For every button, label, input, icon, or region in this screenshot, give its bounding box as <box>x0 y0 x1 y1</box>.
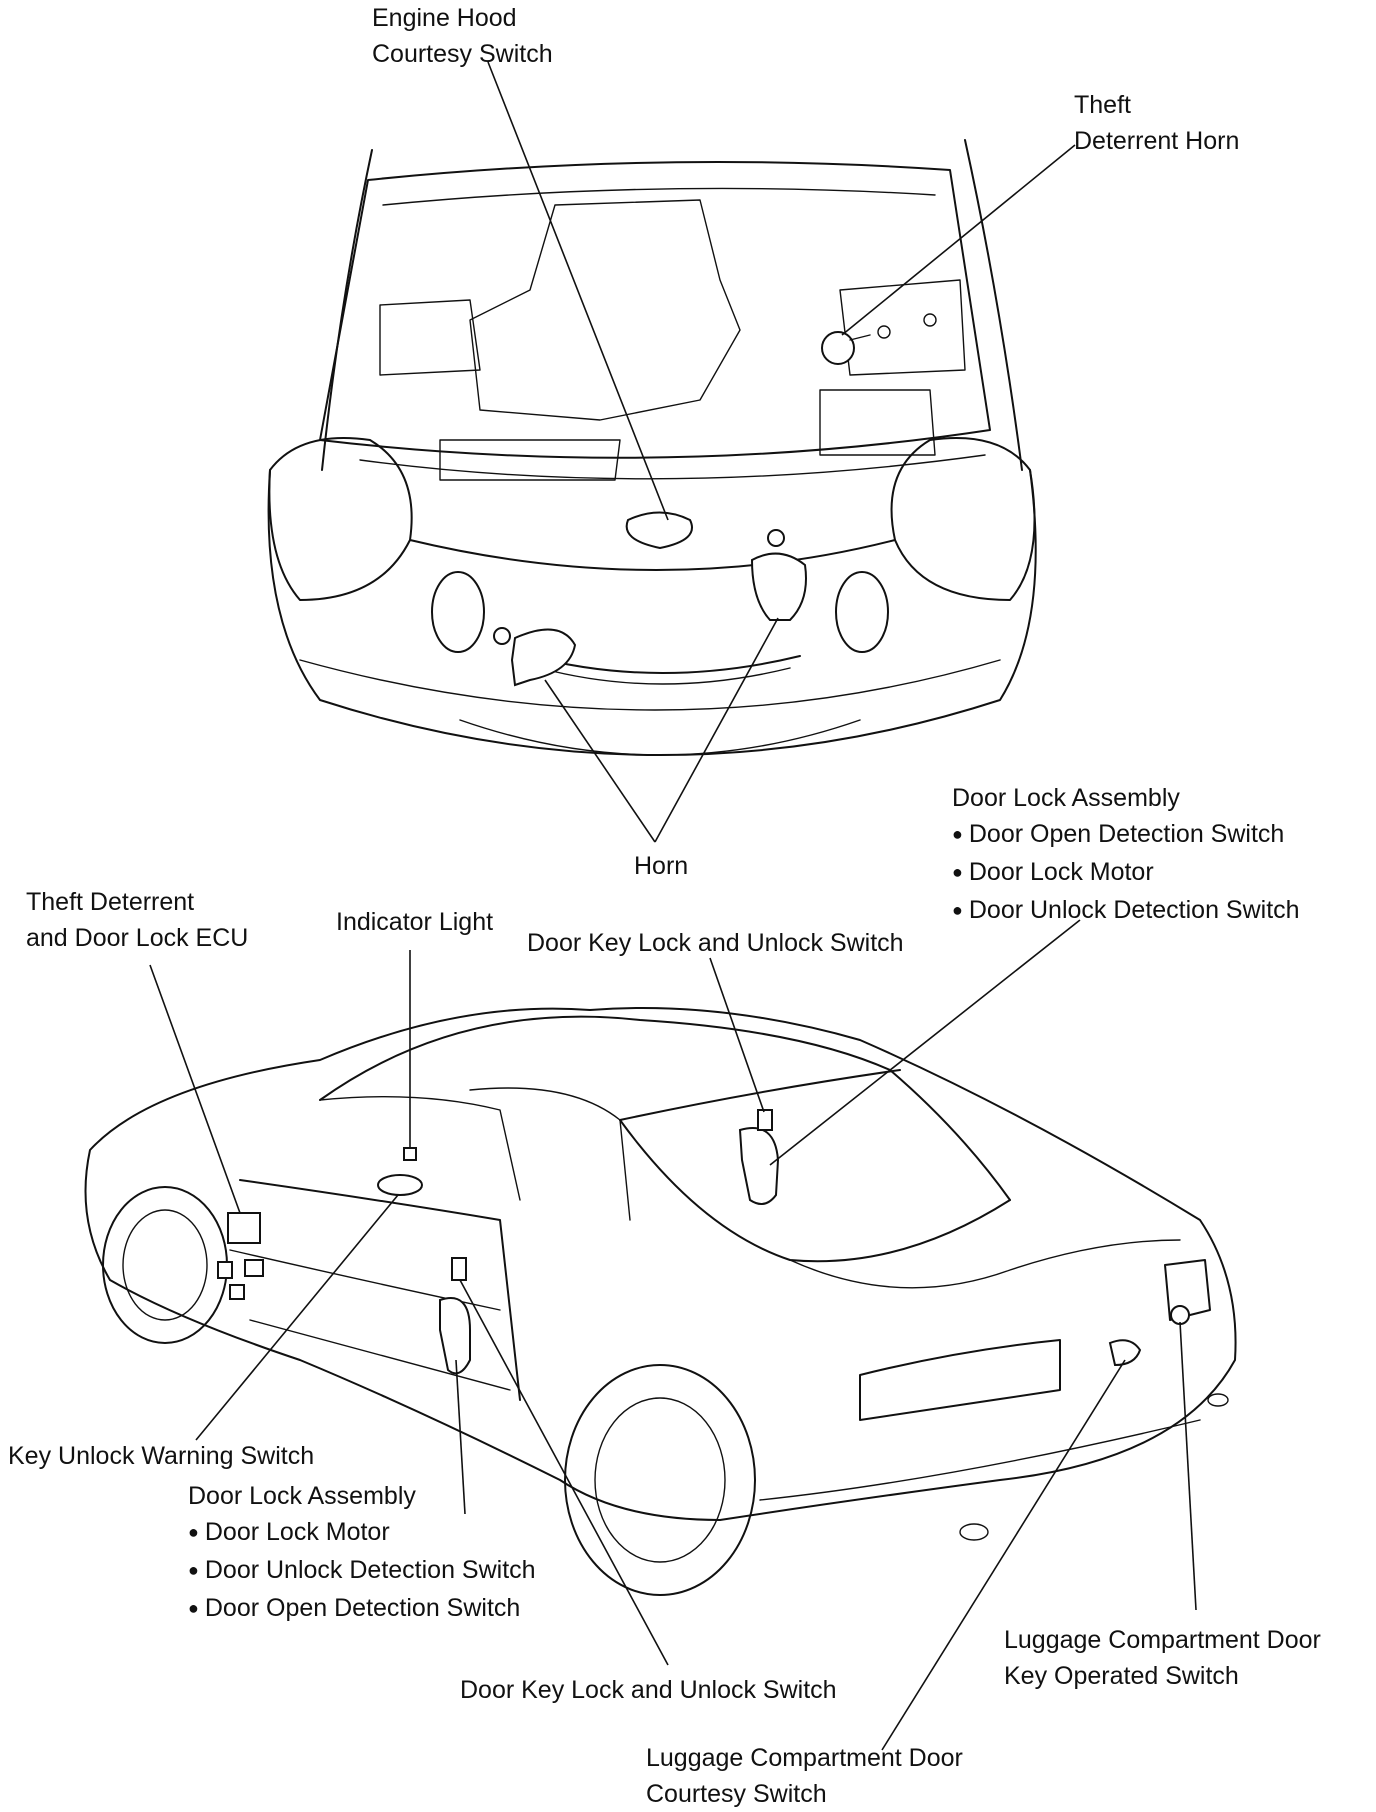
label-title: Door Lock Assembly <box>952 784 1180 812</box>
label-line: Key Operated Switch <box>1004 1662 1239 1690</box>
label-door-lock-assembly-left: Door Lock Assembly Door Lock Motor Door … <box>188 1478 536 1628</box>
label-title: Door Lock Assembly <box>188 1482 416 1510</box>
label-item: Door Unlock Detection Switch <box>188 1552 536 1590</box>
label-horn: Horn <box>634 852 689 880</box>
label-luggage-key-operated-switch: Luggage Compartment Door Key Operated Sw… <box>1004 1622 1321 1694</box>
label-item: Door Lock Motor <box>952 854 1300 892</box>
label-item: Door Open Detection Switch <box>188 1590 536 1628</box>
label-line: Courtesy Switch <box>646 1780 827 1808</box>
label-item: Door Lock Motor <box>188 1514 536 1552</box>
label-indicator-light: Indicator Light <box>336 908 494 936</box>
label-line: Theft <box>1074 91 1131 119</box>
label-door-key-switch-top: Door Key Lock and Unlock Switch <box>527 929 904 957</box>
label-line: and Door Lock ECU <box>26 924 249 952</box>
label-theft-deterrent-horn: Theft Deterrent Horn <box>1074 87 1239 159</box>
label-theft-deterrent-ecu: Theft Deterrent and Door Lock ECU <box>26 884 248 956</box>
label-item: Door Unlock Detection Switch <box>952 892 1300 930</box>
front-view-car <box>267 139 1037 756</box>
label-key-unlock-warning-switch: Key Unlock Warning Switch <box>8 1442 315 1470</box>
label-line: Luggage Compartment Door <box>1004 1626 1321 1654</box>
rear-view-car <box>84 1007 1237 1596</box>
label-line: Deterrent Horn <box>1074 127 1240 155</box>
label-door-key-switch-bottom: Door Key Lock and Unlock Switch <box>460 1676 837 1704</box>
label-line: Theft Deterrent <box>26 888 195 916</box>
label-line: Luggage Compartment Door <box>646 1744 963 1772</box>
label-line: Engine Hood <box>372 4 517 32</box>
label-item: Door Open Detection Switch <box>952 816 1300 854</box>
leader-lines <box>149 61 1197 1751</box>
label-door-lock-assembly-right: Door Lock Assembly Door Open Detection S… <box>952 780 1300 930</box>
label-luggage-courtesy-switch: Luggage Compartment Door Courtesy Switch <box>646 1740 963 1812</box>
label-engine-hood-courtesy-switch: Engine Hood Courtesy Switch <box>372 0 553 72</box>
label-line: Courtesy Switch <box>372 40 553 68</box>
